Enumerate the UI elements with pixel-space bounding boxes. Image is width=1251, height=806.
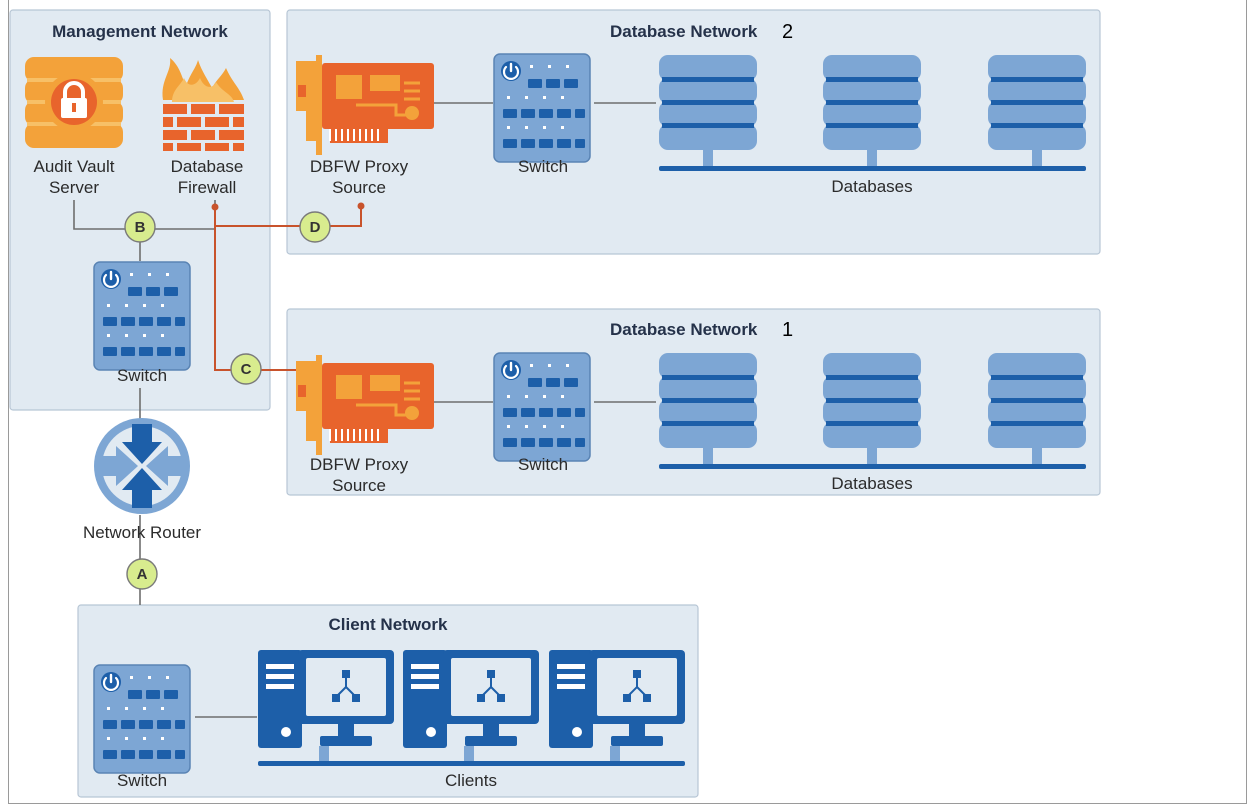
database-network-1-title: Database Network	[610, 320, 758, 339]
db1-database-1-icon	[659, 353, 757, 448]
audit-vault-label-line2: Server	[49, 178, 99, 197]
audit-vault-label-line1: Audit Vault	[34, 157, 115, 176]
svg-text:C: C	[241, 361, 252, 378]
db2-database-2-icon	[823, 55, 921, 150]
badge-a: A	[126, 558, 158, 590]
diagram-frame	[8, 0, 1247, 804]
db2-switch-icon	[492, 52, 592, 164]
database-firewall-icon	[162, 58, 244, 151]
clients-label: Clients	[445, 771, 497, 790]
client-switch-label: Switch	[117, 771, 167, 790]
dbfw-proxy-2-label-line2: Source	[332, 178, 386, 197]
badge-c: C	[230, 353, 262, 385]
db1-database-3-icon	[988, 353, 1086, 448]
dbfw-proxy-2-label-line1: DBFW Proxy	[310, 157, 409, 176]
firewall-links	[214, 206, 362, 371]
database-network-2-number: 2	[782, 21, 793, 43]
database-network-2-title: Database Network	[610, 22, 758, 41]
database-firewall-label-line2: Firewall	[178, 178, 237, 197]
db1-databases-label: Databases	[831, 474, 912, 493]
management-network-title: Management Network	[52, 22, 228, 41]
svg-text:A: A	[137, 566, 148, 583]
db2-database-3-icon	[988, 55, 1086, 150]
firewall-link-port	[211, 203, 219, 211]
db2-switch-label: Switch	[518, 157, 568, 176]
db1-switch-icon	[492, 351, 592, 463]
database-firewall-label-line1: Database	[171, 157, 244, 176]
network-router-label: Network Router	[83, 523, 201, 542]
client-network-title: Client Network	[328, 615, 448, 634]
db1-database-2-icon	[823, 353, 921, 448]
db1-switch-label: Switch	[518, 455, 568, 474]
svg-text:B: B	[135, 219, 146, 236]
management-switch-label: Switch	[117, 366, 167, 385]
database-network-1-number: 1	[782, 319, 793, 341]
client-switch-icon	[92, 663, 192, 775]
db2-database-1-icon	[659, 55, 757, 150]
audit-vault-server-icon	[25, 57, 123, 148]
svg-text:D: D	[310, 219, 321, 236]
db1-database-bus	[659, 448, 1086, 469]
clients-bus	[258, 746, 685, 766]
network-router-icon	[94, 418, 190, 514]
dbfw-proxy-1-label-line1: DBFW Proxy	[310, 455, 409, 474]
dbfw-proxy-1-label-line2: Source	[332, 476, 386, 495]
badge-d: D	[299, 211, 331, 243]
badge-b: B	[124, 211, 156, 243]
db2-database-bus	[659, 150, 1086, 171]
db2-databases-label: Databases	[831, 177, 912, 196]
proxy-2-link-port	[357, 202, 365, 210]
management-switch-icon	[92, 260, 192, 372]
